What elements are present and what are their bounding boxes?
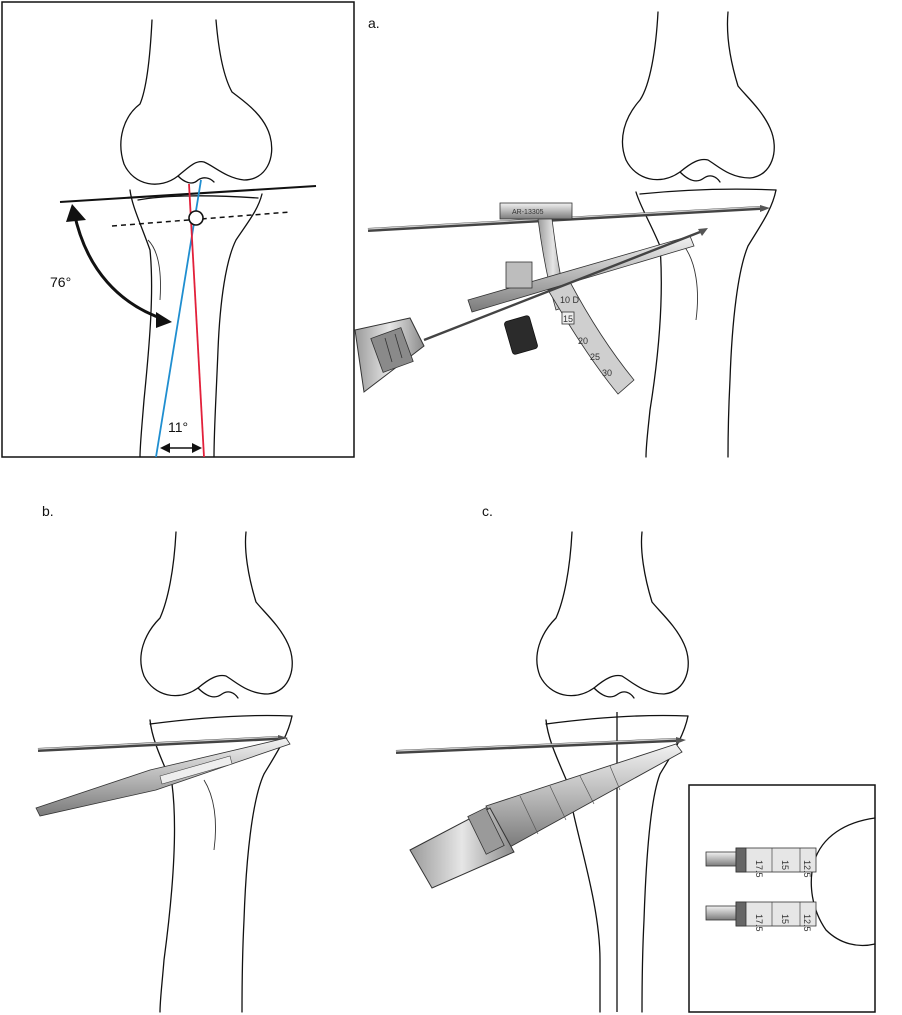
acl-tibial-guide: AR-13305 10 D 15 20 25 30 xyxy=(367,202,770,395)
drill-chuck xyxy=(354,317,425,393)
guide-scale-top: 10 D xyxy=(560,295,580,305)
guide-scale-box: 15 xyxy=(563,314,573,324)
guide-scale-mark-2: 25 xyxy=(590,352,600,362)
reamer-bottom-mark-1: 17.5 xyxy=(754,914,764,932)
guide-scale-mark-1: 20 xyxy=(578,336,588,346)
angle-11-label: 11° xyxy=(168,419,188,435)
panel-a-inset: 76° 11° xyxy=(1,1,355,458)
panel-b-instruments xyxy=(35,735,291,817)
guide-part-number: AR-13305 xyxy=(512,209,544,216)
angle-76-label: 76° xyxy=(50,274,71,290)
panel-b-label: b. xyxy=(42,503,54,519)
panel-b-knee xyxy=(140,531,293,1013)
panel-a-label: a. xyxy=(368,15,380,31)
reamer-top-mark-1: 17.5 xyxy=(754,860,764,878)
guide-scale-mark-3: 30 xyxy=(602,368,612,378)
panel-c-instruments xyxy=(395,737,686,889)
panel-c-label: c. xyxy=(482,503,493,519)
reamer-top-mark-3: 12.5 xyxy=(802,860,812,878)
reamer-inset: 17.5 15 12.5 17.5 15 12.5 xyxy=(688,784,876,1013)
panel-a-knee xyxy=(621,11,777,458)
panel-c-knee xyxy=(536,531,689,1013)
reamer-bottom-mark-3: 12.5 xyxy=(802,914,812,932)
reamer-top-mark-2: 15 xyxy=(780,860,790,870)
reamer-bottom-mark-2: 15 xyxy=(780,914,790,924)
